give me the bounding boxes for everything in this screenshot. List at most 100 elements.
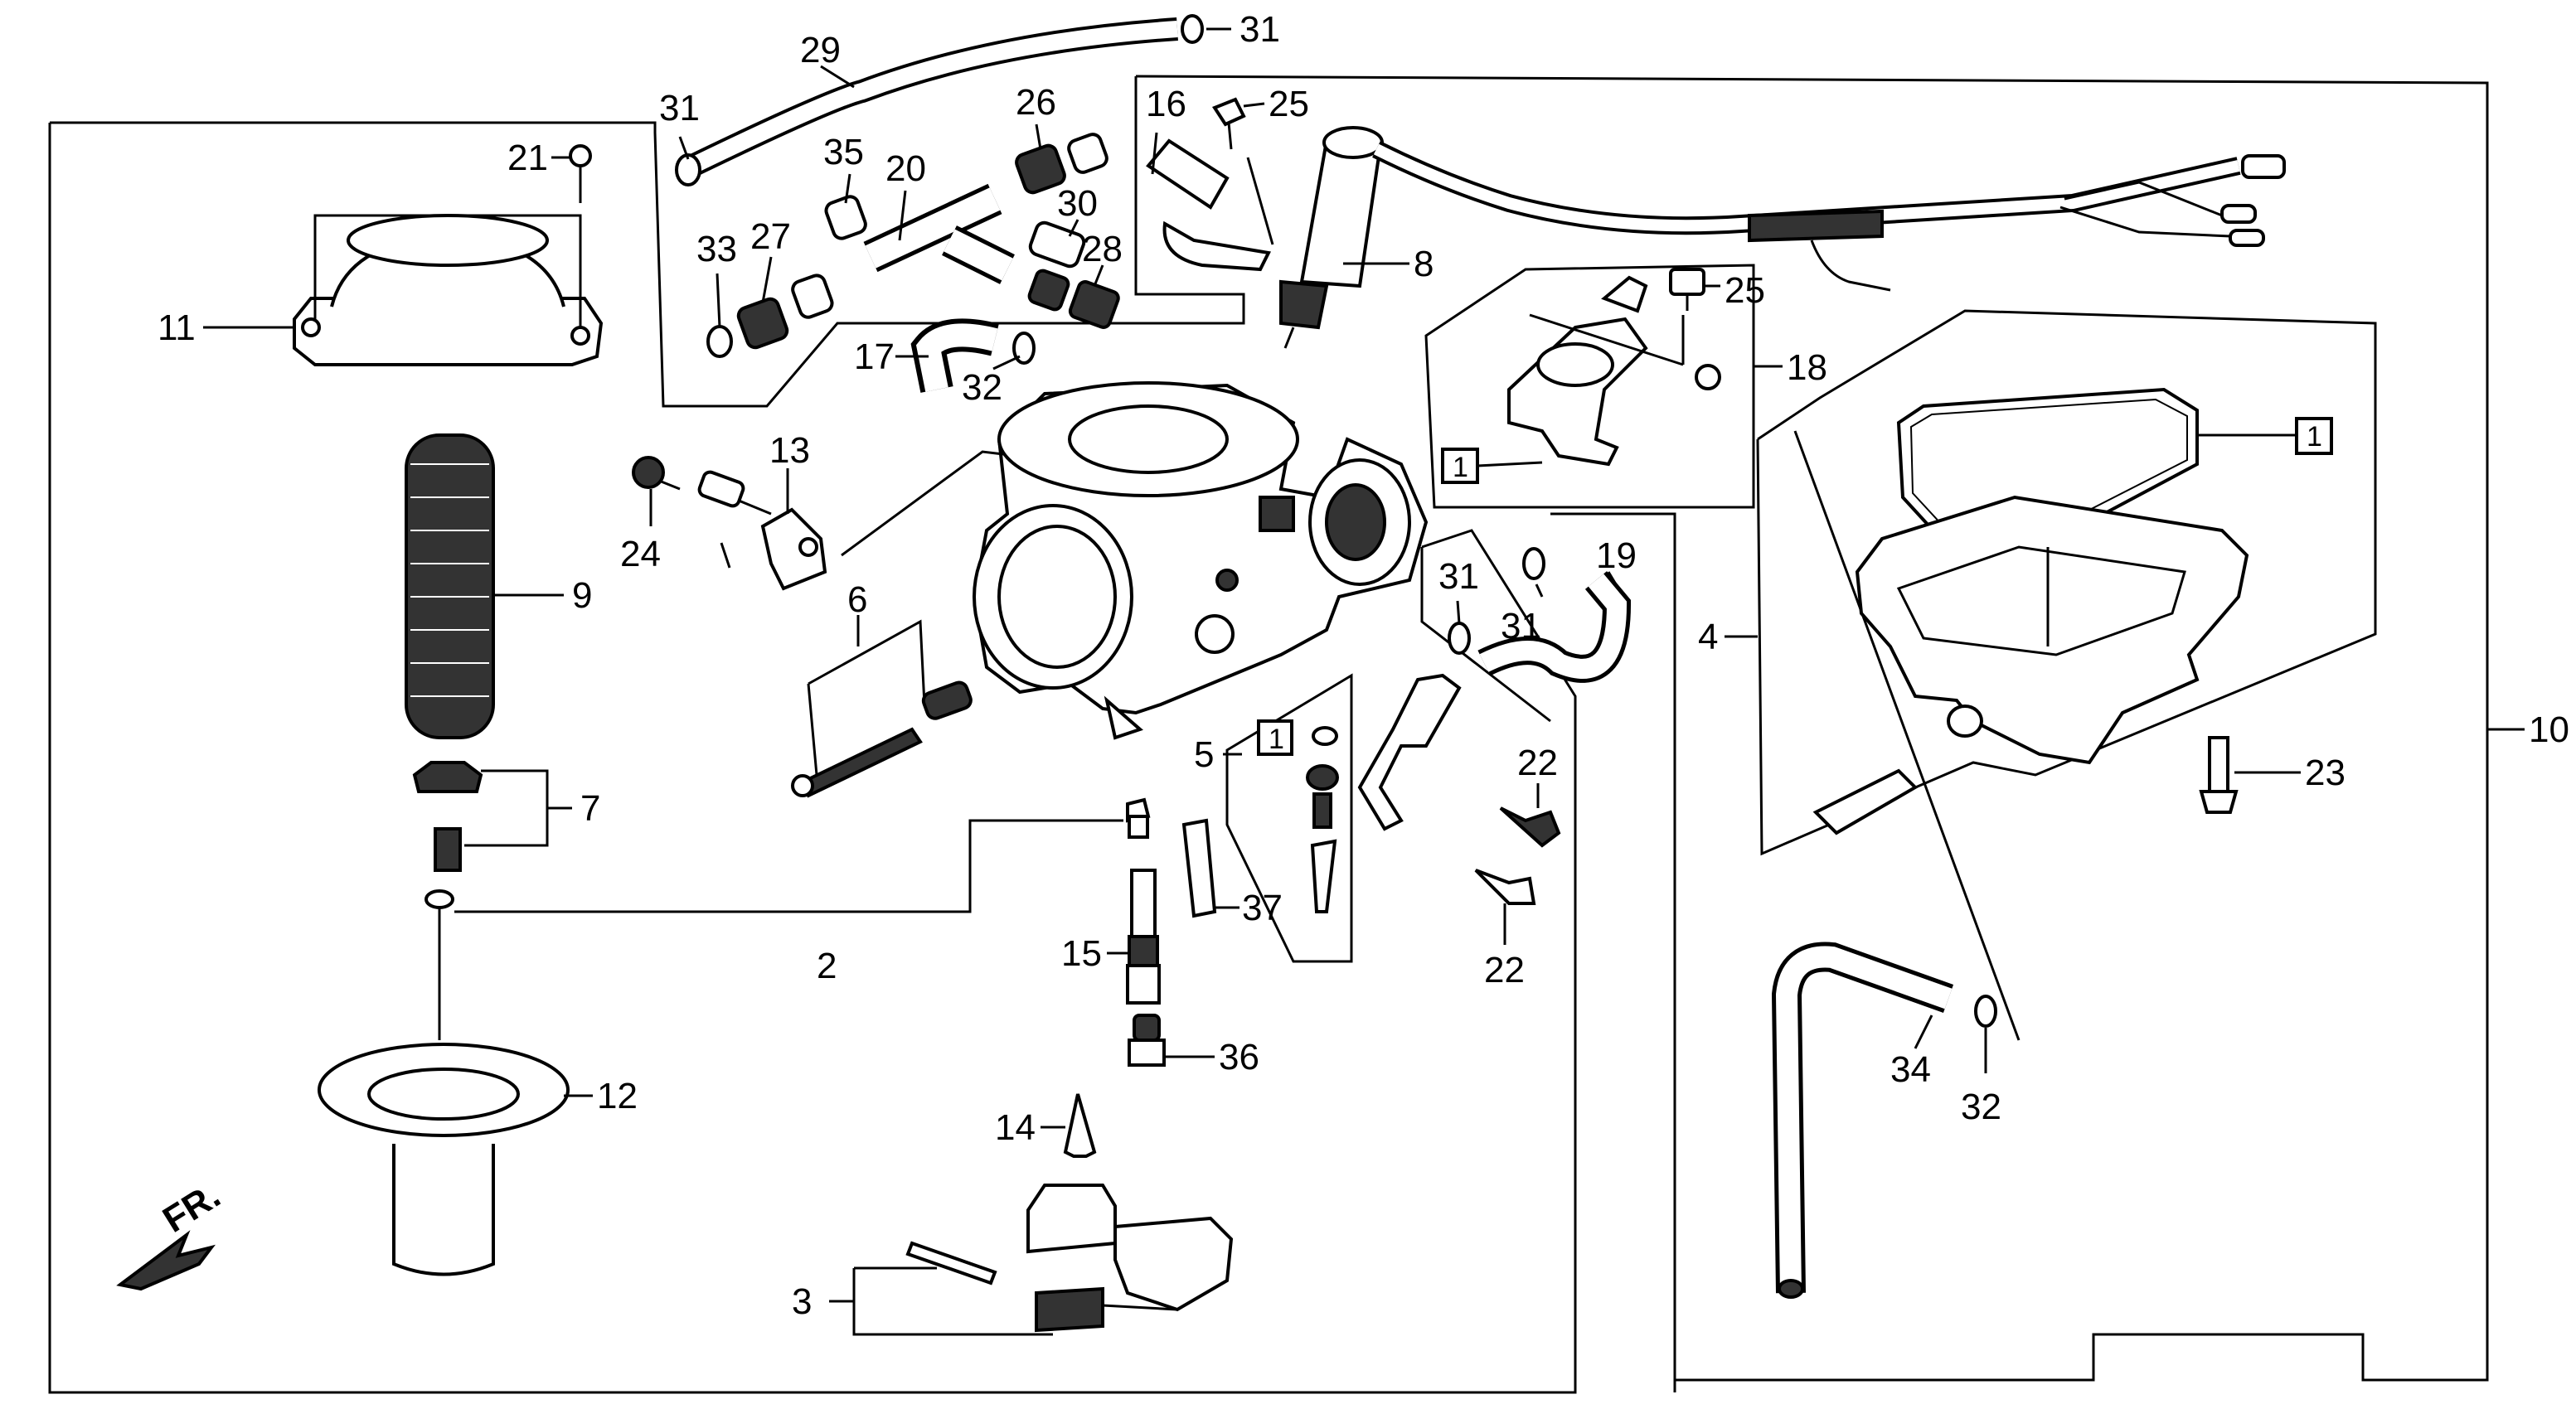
part-label-31c: 31 — [1438, 556, 1479, 597]
part-label-3: 3 — [792, 1281, 812, 1322]
part-label-13: 13 — [769, 430, 810, 471]
part-label-17: 17 — [854, 337, 895, 377]
leader-31d — [1535, 583, 1544, 598]
screw-22b — [1474, 869, 1536, 905]
hose-clip-31b — [1181, 14, 1204, 44]
part-label-22b: 22 — [1484, 950, 1525, 990]
needle-jet-holder-15 — [1126, 869, 1161, 1005]
part-label-26: 26 — [1016, 82, 1056, 123]
pilot-jet-2 — [1126, 797, 1151, 839]
leader-2 — [454, 819, 1123, 913]
chamber-diagonal-line — [1793, 430, 2021, 1041]
fuel-cut-valve-outline — [1424, 264, 1755, 509]
hose-joint-27b — [791, 274, 834, 319]
t-joint-20 — [863, 183, 1015, 284]
part-label-10: 10 — [2529, 709, 2569, 750]
leader-29 — [820, 65, 855, 89]
bent-hose-19 — [1477, 571, 1632, 683]
ref-number-1b: 1 — [1269, 724, 1284, 755]
bracket-screw-25a — [1211, 97, 1246, 150]
leader-30 — [1068, 219, 1079, 237]
part-label-25a: 25 — [1269, 84, 1309, 124]
part-label-24: 24 — [620, 534, 661, 574]
float-chamber-gasket — [1896, 387, 2199, 550]
part-label-9: 9 — [572, 575, 592, 616]
leader-27 — [761, 256, 773, 303]
wiring-harness — [1372, 141, 2286, 292]
part-label-23: 23 — [2305, 753, 2346, 793]
part-label-7: 7 — [580, 788, 600, 829]
leader-19 — [1607, 571, 1623, 593]
part-label-5: 5 — [1194, 734, 1214, 775]
vacuum-chamber-cover — [293, 214, 604, 366]
part-label-27: 27 — [750, 216, 791, 257]
screw-22a — [1499, 806, 1561, 848]
part-label-31b: 31 — [1239, 9, 1280, 50]
leader-31a — [678, 136, 690, 160]
float-valve-group-outline — [1225, 673, 1353, 963]
bracket-lines-16 — [1151, 132, 1274, 245]
leader-34 — [1914, 1014, 1933, 1049]
screw-group-6-outline — [807, 619, 926, 776]
part-label-2: 2 — [817, 946, 837, 986]
part-label-18: 18 — [1787, 347, 1827, 388]
part-label-31a: 31 — [659, 88, 700, 128]
part-label-20: 20 — [885, 148, 926, 189]
auto-choke-starter — [1279, 126, 1384, 349]
throttle-stop-screw-assembly — [697, 470, 827, 591]
hose-joint-35 — [824, 195, 867, 240]
diaphragm-piston — [318, 1043, 570, 1276]
part-label-36: 36 — [1219, 1037, 1259, 1077]
leader-33 — [716, 273, 721, 328]
ref-box-1b — [1257, 719, 1293, 756]
part-label-30: 30 — [1057, 183, 1098, 224]
part-label-21: 21 — [507, 138, 548, 178]
hose-clamp-33 — [706, 325, 733, 358]
ref-box-1a — [1441, 448, 1479, 484]
leader-28 — [1093, 264, 1104, 287]
needle-jet-37 — [1181, 818, 1217, 918]
cover-bracket-line — [313, 214, 582, 327]
part-label-11: 11 — [158, 307, 196, 348]
leader-31c — [1456, 600, 1461, 624]
front-direction-label: FR. — [156, 1175, 227, 1241]
leader-32a — [992, 355, 1021, 370]
hose-group-outline — [653, 76, 1245, 408]
part-label-33: 33 — [696, 229, 737, 269]
hose-19-group-outline — [1420, 529, 1577, 1177]
part-label-31d: 31 — [1501, 606, 1541, 646]
ref-number-1c: 1 — [2307, 421, 2322, 453]
right-assembly-outline — [1135, 75, 2489, 1382]
part-label-15: 15 — [1061, 933, 1102, 974]
float-needle-14 — [1063, 1093, 1097, 1158]
part-label-34: 34 — [1890, 1049, 1931, 1090]
drain-screw — [1812, 768, 1919, 835]
part-label-29: 29 — [800, 30, 841, 70]
part-label-19: 19 — [1596, 535, 1637, 576]
leader-26 — [1035, 123, 1042, 150]
idle-screw-6 — [791, 727, 923, 798]
leader-25a — [1243, 102, 1265, 108]
float-chamber — [1855, 495, 2249, 765]
part-label-25b: 25 — [1725, 270, 1765, 311]
part-label-35: 35 — [823, 132, 864, 172]
main-jet-36 — [1128, 1014, 1166, 1067]
needle-holder — [412, 761, 483, 793]
throttle-cable-bracket — [1146, 138, 1271, 272]
part-label-6: 6 — [847, 579, 867, 620]
overflow-tube — [678, 17, 1178, 181]
part-label-14: 14 — [995, 1107, 1036, 1148]
clip-32b — [1974, 995, 1997, 1028]
needle-spring — [434, 827, 462, 872]
float-pin — [905, 1241, 997, 1286]
part-label-28: 28 — [1082, 229, 1123, 269]
drain-tube-34 — [1771, 942, 1954, 1299]
jet-needle — [424, 889, 454, 1040]
part-label-37: 37 — [1242, 888, 1283, 928]
leader-35 — [844, 173, 851, 204]
main-assembly-outline — [48, 121, 1676, 1394]
hose-clip-31a — [675, 153, 701, 186]
chamber-screw-23 — [2199, 736, 2239, 814]
fuel-cut-valve — [1507, 275, 1685, 467]
ref-number-1a: 1 — [1453, 452, 1468, 483]
